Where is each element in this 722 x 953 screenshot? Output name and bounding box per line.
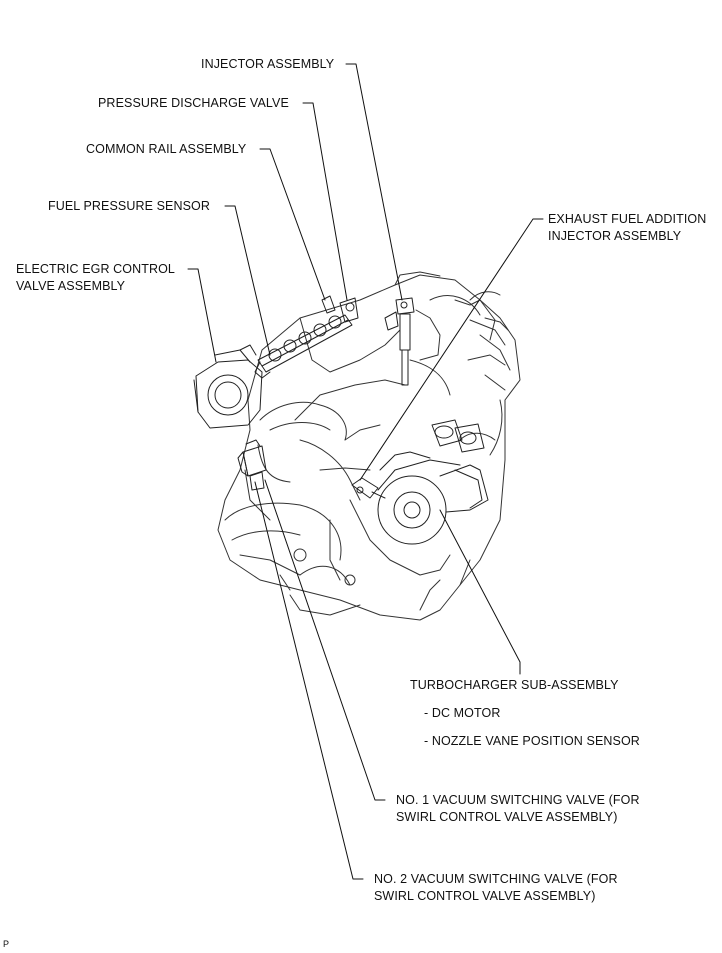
label-injector-assembly: INJECTOR ASSEMBLY [201, 57, 335, 71]
egr-valve-drawing [193, 344, 263, 429]
common-rail-drawing [254, 295, 359, 379]
label-vsv1-line2: SWIRL CONTROL VALVE ASSEMBLY) [396, 810, 618, 824]
label-exhaust-fuel-line1: EXHAUST FUEL ADDITION [548, 212, 707, 226]
label-electric-egr-line1: ELECTRIC EGR CONTROL [16, 262, 175, 276]
label-turbocharger: TURBOCHARGER SUB-ASSEMBLY [410, 678, 619, 692]
turbocharger-drawing [351, 419, 489, 545]
label-exhaust-fuel-line2: INJECTOR ASSEMBLY [548, 229, 682, 243]
label-fuel-pressure-sensor: FUEL PRESSURE SENSOR [48, 199, 210, 213]
corner-mark: P [3, 939, 10, 949]
label-vsv2-line2: SWIRL CONTROL VALVE ASSEMBLY) [374, 889, 596, 903]
label-pressure-discharge-valve: PRESSURE DISCHARGE VALVE [98, 96, 289, 110]
vsv-drawing [237, 439, 267, 491]
injector-drawing [384, 297, 415, 386]
label-common-rail-assembly: COMMON RAIL ASSEMBLY [86, 142, 247, 156]
leader-lines [187, 63, 544, 880]
label-vsv1-line1: NO. 1 VACUUM SWITCHING VALVE (FOR [396, 793, 640, 807]
label-turbo-dc-motor: - DC MOTOR [424, 706, 501, 720]
label-electric-egr-line2: VALVE ASSEMBLY [16, 279, 126, 293]
label-vsv2-line1: NO. 2 VACUUM SWITCHING VALVE (FOR [374, 872, 618, 886]
label-turbo-nozzle-sensor: - NOZZLE VANE POSITION SENSOR [424, 734, 640, 748]
engine-block-outline [217, 271, 521, 621]
